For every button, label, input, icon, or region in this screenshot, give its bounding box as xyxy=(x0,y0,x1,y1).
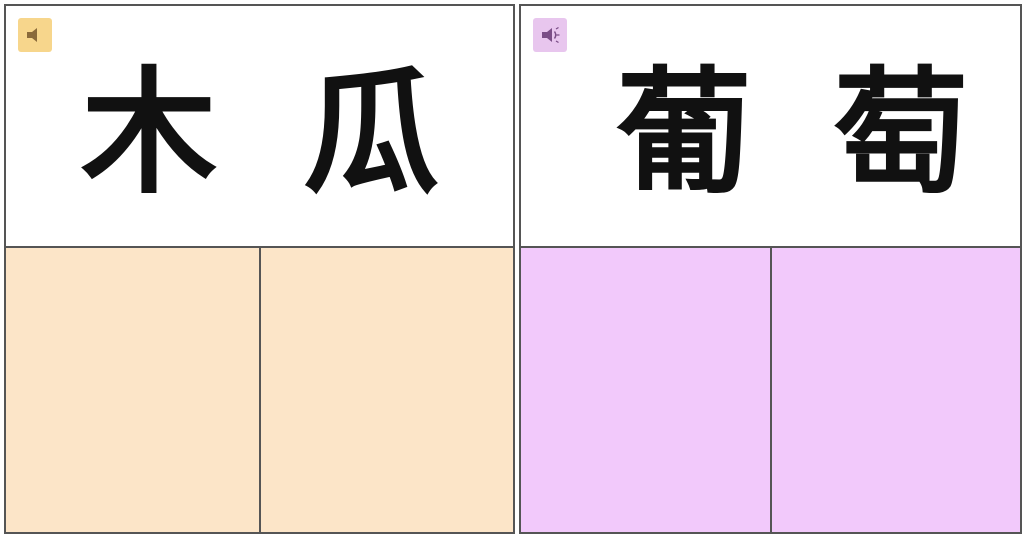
play-audio-button[interactable] xyxy=(533,18,567,52)
speaker-icon xyxy=(27,28,37,42)
speaker-icon xyxy=(542,26,560,44)
character-2: 瓜 xyxy=(303,53,439,213)
word-card-papaya: 木 瓜 xyxy=(4,4,515,534)
word-panel: 木 瓜 xyxy=(6,6,513,248)
answer-slot-1[interactable] xyxy=(521,248,770,532)
answer-slot-1[interactable] xyxy=(6,248,259,532)
play-audio-button[interactable] xyxy=(18,18,52,52)
character-1: 葡 xyxy=(616,53,752,213)
answer-slot-2[interactable] xyxy=(258,248,513,532)
answer-slots xyxy=(521,248,1020,532)
character-1: 木 xyxy=(81,53,217,213)
answer-slot-2[interactable] xyxy=(769,248,1020,532)
character-2: 萄 xyxy=(833,53,969,213)
answer-slots xyxy=(6,248,513,532)
word-card-grape: 葡 萄 xyxy=(519,4,1022,534)
word-panel: 葡 萄 xyxy=(521,6,1020,248)
